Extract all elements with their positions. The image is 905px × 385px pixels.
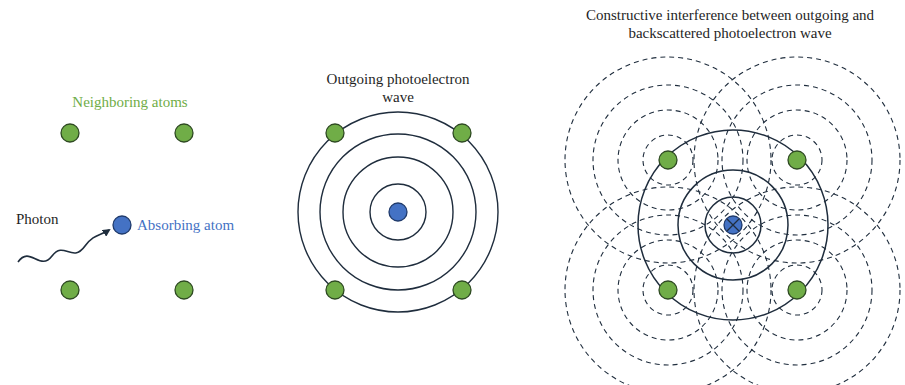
- panel-two: [298, 112, 498, 312]
- backscatter-waves: [565, 57, 900, 385]
- panel-caption: Constructive interference between outgoi…: [560, 6, 900, 42]
- photon-label: Photon: [16, 210, 86, 228]
- atom-label: Absorbing atom: [137, 216, 267, 234]
- panel-caption: Outgoing photoelectron wave: [323, 70, 473, 106]
- photon-wave: [18, 230, 109, 262]
- atom-group-label: Neighboring atoms: [55, 93, 205, 111]
- panel-three-atoms: [659, 151, 806, 299]
- panel-two-atoms: [326, 124, 471, 299]
- outgoing-waves: [638, 130, 828, 320]
